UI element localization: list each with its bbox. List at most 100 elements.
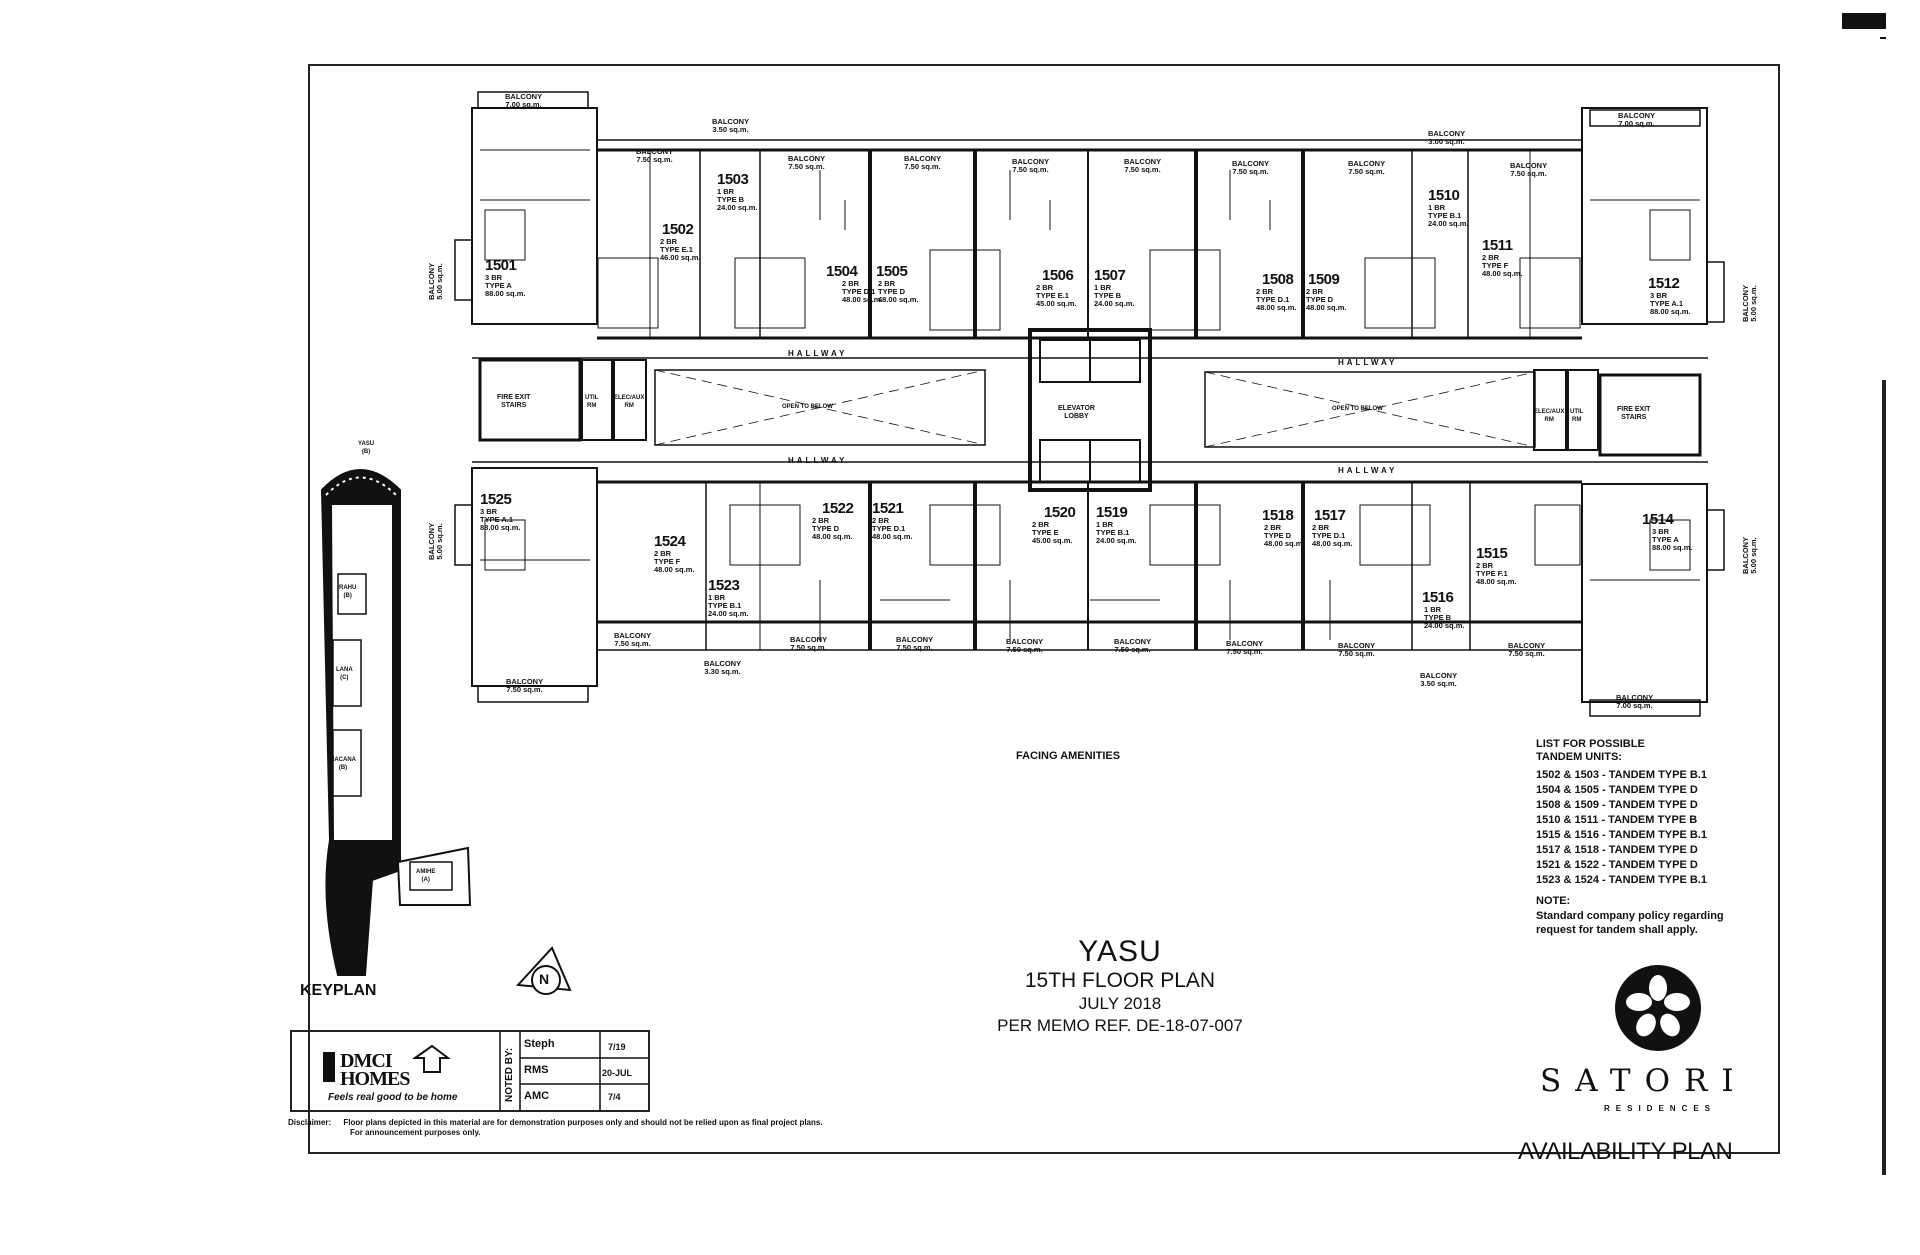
balcony-label: BALCONY 7.50 sq.m. (1114, 637, 1152, 654)
balcony-label: BALCONY 7.50 sq.m. (790, 635, 828, 652)
unit-1510-info: 1 BR TYPE B.1 24.00 sq.m. (1428, 203, 1469, 228)
unit-1524-number[interactable]: 1524 (654, 533, 686, 550)
unit-1517-info: 2 BR TYPE D.1 48.00 sq.m. (1312, 523, 1353, 548)
keyplan-yasu-label: YASU (B) (358, 441, 375, 455)
unit-1509-info: 2 BR TYPE D 48.00 sq.m. (1306, 287, 1347, 312)
unit-1518-info: 2 BR TYPE D 48.00 sq.m. (1264, 523, 1305, 548)
right-edge-line (1882, 380, 1886, 1175)
unit-1522-number[interactable]: 1522 (822, 500, 854, 517)
balcony-label: BALCONY 3.30 sq.m. (704, 659, 742, 676)
unit-outline (1581, 107, 1708, 325)
tandem-item: 1502 & 1503 - TANDEM TYPE B.1 (1536, 769, 1707, 781)
tandem-item: 1521 & 1522 - TANDEM TYPE D (1536, 859, 1698, 871)
balcony-label: BALCONY 7.50 sq.m. (788, 154, 826, 171)
unit-1520-number[interactable]: 1520 (1044, 504, 1076, 521)
unit-1504-number[interactable]: 1504 (826, 263, 858, 280)
balcony-label: BALCONY 3.50 sq.m. (1420, 671, 1458, 688)
balcony-label: BALCONY 7.50 sq.m. (1348, 159, 1386, 176)
north-label: N (539, 971, 550, 987)
hallway-label: HALLWAY (788, 456, 848, 465)
availability-plan-title: AVAILABILITY PLAN (1518, 1138, 1733, 1165)
unit-1523-info: 1 BR TYPE B.1 24.00 sq.m. (708, 593, 749, 618)
dmci-tagline: Feels real good to be home (328, 1092, 458, 1103)
keyplan-drawing (320, 469, 472, 976)
unit-1506-number[interactable]: 1506 (1042, 267, 1074, 284)
unit-1508-number[interactable]: 1508 (1262, 271, 1294, 288)
unit-1525-number[interactable]: 1525 (480, 491, 512, 508)
balcony-label-vertical: BALCONY 5.00 sq.m. (1741, 536, 1758, 574)
unit-1515-info: 2 BR TYPE F.1 48.00 sq.m. (1476, 561, 1517, 586)
unit-1520-info: 2 BR TYPE E 45.00 sq.m. (1032, 520, 1073, 545)
unit-1518-number[interactable]: 1518 (1262, 507, 1294, 524)
unit-1516-number[interactable]: 1516 (1422, 589, 1454, 606)
unit-1510-number[interactable]: 1510 (1428, 187, 1460, 204)
dmci-logo-mark (323, 1044, 451, 1082)
unit-1522-info: 2 BR TYPE D 48.00 sq.m. (812, 516, 853, 541)
unit-1501-number[interactable]: 1501 (485, 257, 517, 274)
unit-1511-info: 2 BR TYPE F 48.00 sq.m. (1482, 253, 1523, 278)
balcony-label-vertical: BALCONY 5.00 sq.m. (1741, 284, 1758, 322)
unit-1504-info: 2 BR TYPE D.1 48.00 sq.m. (842, 279, 883, 304)
utility-room-label: UTIL RM (1570, 409, 1584, 423)
floor-plan-title: 15TH FLOOR PLAN (1024, 969, 1216, 992)
corner-black-mark (1842, 13, 1886, 29)
balcony-label: BALCONY 7.50 sq.m. (896, 635, 934, 652)
unit-1507-number[interactable]: 1507 (1094, 267, 1126, 284)
balcony-label: BALCONY 7.50 sq.m. (1226, 639, 1264, 656)
balcony-label: BALCONY 7.50 sq.m. (1012, 157, 1050, 174)
unit-1514-number[interactable]: 1514 (1642, 511, 1674, 528)
unit-1511-number[interactable]: 1511 (1482, 237, 1513, 254)
unit-1519-number[interactable]: 1519 (1096, 504, 1128, 521)
tandem-item: 1508 & 1509 - TANDEM TYPE D (1536, 799, 1698, 811)
unit-1501-info: 3 BR TYPE A 88.00 sq.m. (485, 273, 526, 298)
unit-1507-info: 1 BR TYPE B 24.00 sq.m. (1094, 283, 1135, 308)
hallway-label: HALLWAY (1338, 358, 1398, 367)
unit-1509-number[interactable]: 1509 (1308, 271, 1340, 288)
plan-sheet-border (308, 64, 1780, 1154)
tandem-item: 1517 & 1518 - TANDEM TYPE D (1536, 844, 1698, 856)
keyplan-rahu-label: RAHU (B) (339, 585, 357, 599)
balcony-label: BALCONY 7.50 sq.m. (636, 147, 674, 164)
satori-residences-text: RESIDENCES (1604, 1104, 1717, 1113)
note-label: NOTE: (1536, 895, 1571, 907)
balcony-label: BALCONY 7.50 sq.m. (1508, 641, 1546, 658)
note-text: Standard company policy regarding reques… (1536, 910, 1724, 936)
disclaimer-label: Disclaimer: (288, 1118, 332, 1127)
balcony-label: BALCONY 7.50 sq.m. (1232, 159, 1270, 176)
keyplan-amihe-label: AMIHE (A) (416, 869, 436, 883)
unit-1515-number[interactable]: 1515 (1476, 545, 1508, 562)
unit-1523-number[interactable]: 1523 (708, 577, 740, 594)
title-block: YASU 15TH FLOOR PLAN JULY 2018 PER MEMO … (880, 935, 1360, 1037)
balcony-label: BALCONY 7.50 sq.m. (1510, 161, 1548, 178)
project-name: YASU (1078, 935, 1162, 968)
unit-1503-number[interactable]: 1503 (717, 171, 749, 188)
balcony-label: BALCONY 7.50 sq.m. (614, 631, 652, 648)
unit-1512-info: 3 BR TYPE A.1 88.00 sq.m. (1650, 291, 1691, 316)
tandem-item: 1515 & 1516 - TANDEM TYPE B.1 (1536, 829, 1707, 841)
hallway-label: HALLWAY (788, 349, 848, 358)
approval-logo-box: DMCI HOMES Feels real good to be home NO… (290, 1030, 650, 1112)
approver-name: Steph (524, 1038, 555, 1050)
balcony-label: BALCONY 7.50 sq.m. (1338, 641, 1376, 658)
hallway-label: HALLWAY (1338, 466, 1398, 475)
unit-1502-number[interactable]: 1502 (662, 221, 694, 238)
unit-1519-info: 1 BR TYPE B.1 24.00 sq.m. (1096, 520, 1137, 545)
approver-date: 20-JUL (602, 1068, 633, 1078)
satori-wordmark: SATORI (1540, 1063, 1748, 1099)
tandem-header: LIST FOR POSSIBLE (1536, 738, 1645, 750)
unit-1517-number[interactable]: 1517 (1314, 507, 1346, 524)
tandem-item: 1510 & 1511 - TANDEM TYPE B (1536, 814, 1698, 826)
keyplan-nacana-label: NACANA (B) (330, 757, 356, 771)
keyplan-label: KEYPLAN (300, 982, 377, 999)
unit-1521-info: 2 BR TYPE D.1 48.00 sq.m. (872, 516, 913, 541)
balcony-label: BALCONY 7.00 sq.m. (1616, 693, 1654, 710)
memo-reference: PER MEMO REF. DE-18-07-007 (997, 1016, 1243, 1035)
balcony-label: BALCONY 7.00 sq.m. (505, 92, 543, 109)
fire-exit-label: FIRE EXIT STAIRS (497, 394, 531, 409)
unit-1512-number[interactable]: 1512 (1648, 275, 1680, 292)
open-to-below-label: OPEN TO BELOW (782, 404, 833, 410)
unit-1521-number[interactable]: 1521 (872, 500, 904, 517)
unit-1525-info: 3 BR TYPE A.1 88.00 sq.m. (480, 507, 521, 532)
unit-1505-number[interactable]: 1505 (876, 263, 908, 280)
satori-flower-logo (1615, 965, 1701, 1051)
